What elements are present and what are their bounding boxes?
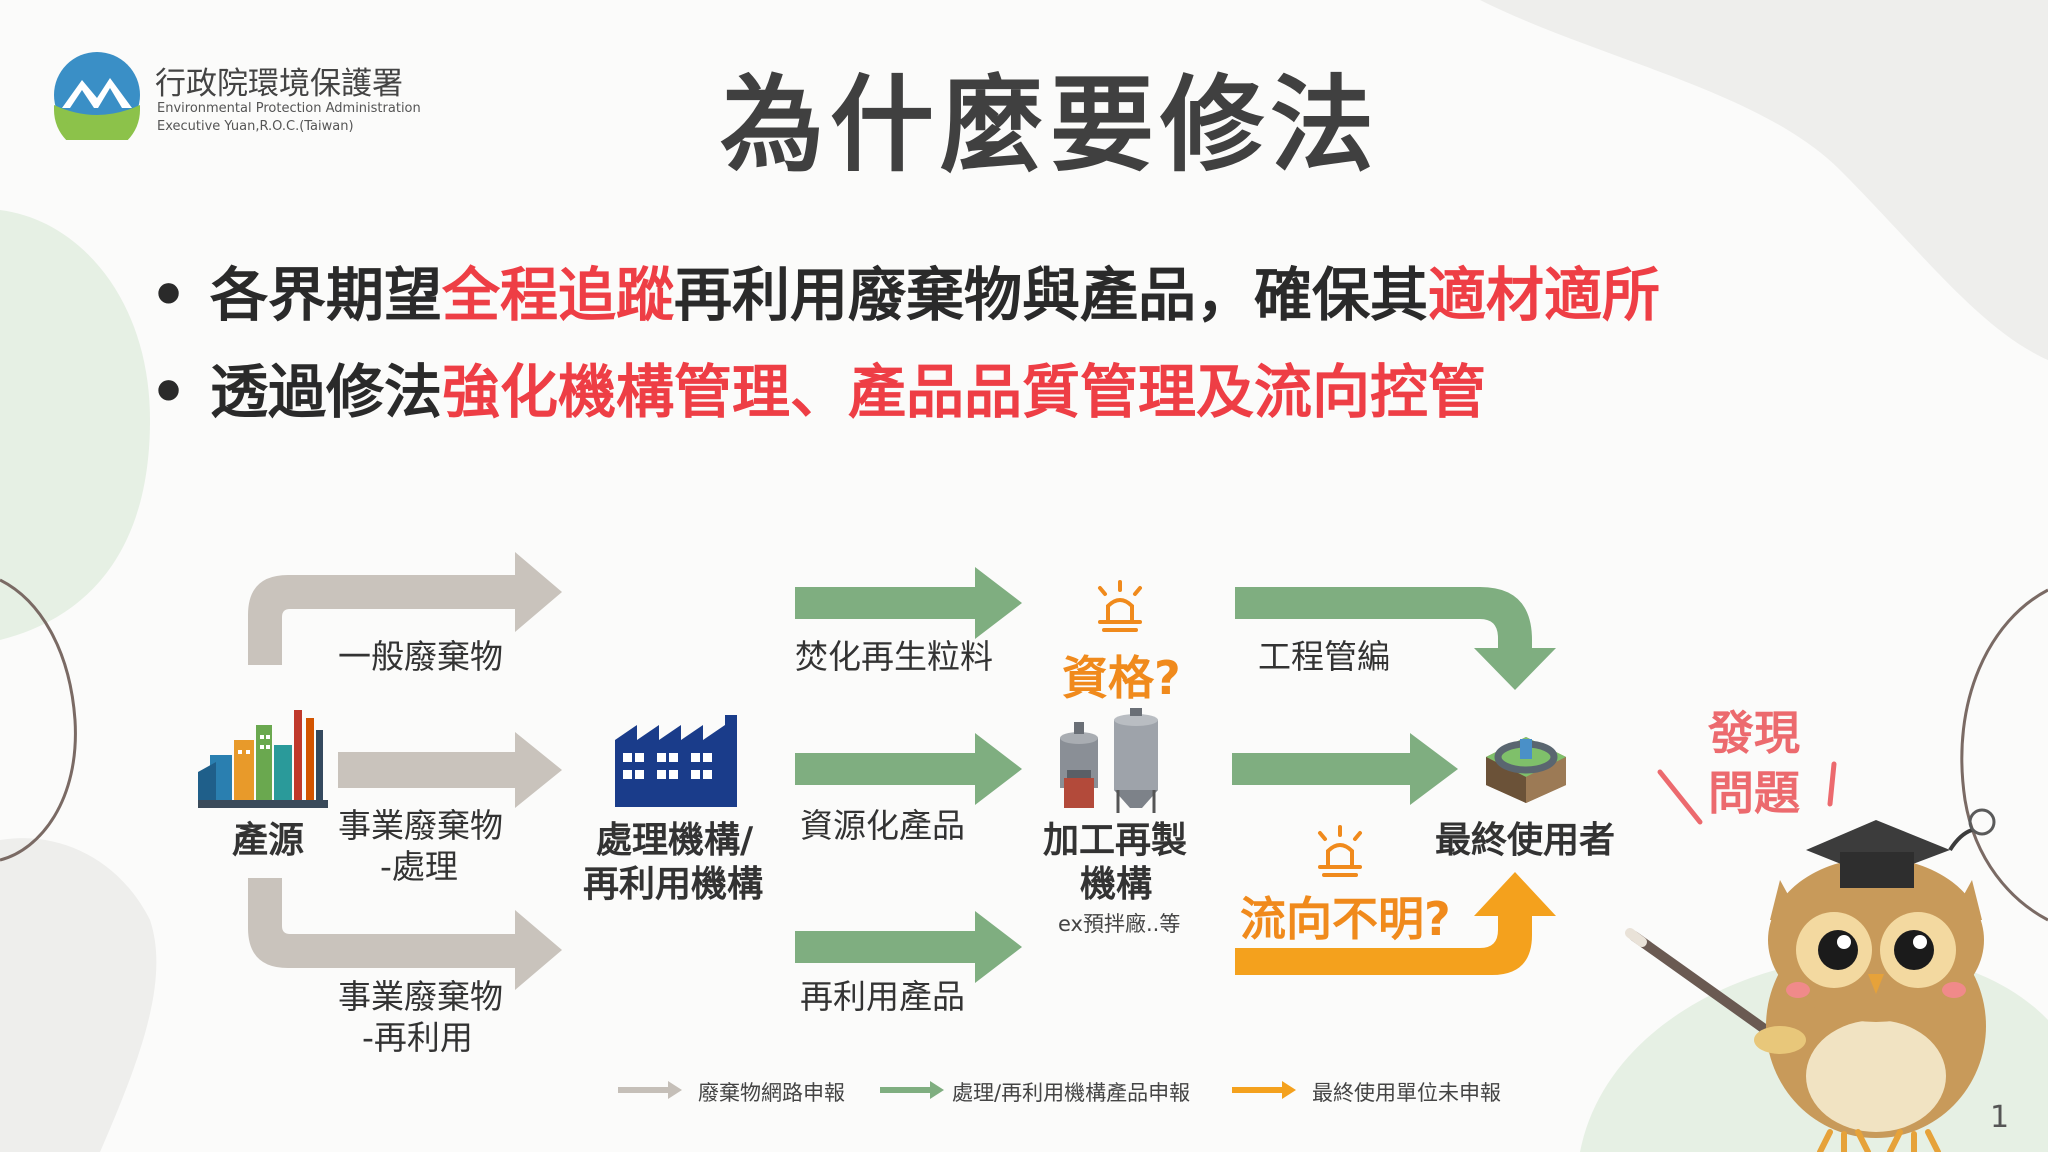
gray-arrow-reuse <box>248 878 562 990</box>
bullet-dot: • <box>150 261 188 329</box>
legend-label-product: 處理/再利用機構產品申報 <box>952 1081 1191 1105</box>
agency-name-en-1: Environmental Protection Administration <box>157 101 421 116</box>
orange-arrow-flow-unknown <box>1235 872 1556 975</box>
bullet-1: • 各界期望全程追蹤再利用廢棄物與產品，確保其適材適所 <box>150 248 1660 332</box>
gray-arrow-treatment <box>338 732 562 808</box>
label-biz-treat-1: 事業廢棄物 <box>338 806 503 845</box>
label-qualification: 資格? <box>1062 651 1181 705</box>
legend-arrow-gray <box>618 1081 682 1099</box>
label-incineration: 焚化再生粒料 <box>795 637 993 676</box>
label-biz-treat-2: -處理 <box>380 847 458 886</box>
node-processing-1: 加工再製 <box>1043 820 1188 861</box>
node-facility-1: 處理機構/ <box>596 820 754 861</box>
legend-label-waste: 廢棄物網路申報 <box>698 1081 845 1105</box>
page-title: 為什麼要修法 <box>720 64 1381 186</box>
source-factory-icon <box>198 700 328 810</box>
label-biz-reuse-2: -再利用 <box>362 1018 473 1057</box>
owl-mascot-icon <box>1625 808 1996 1152</box>
label-engineering: 工程管編 <box>1258 637 1390 676</box>
processing-plant-icon <box>1052 708 1172 813</box>
node-facility-2: 再利用機構 <box>583 864 764 905</box>
alarm-light-icon <box>1318 825 1362 877</box>
bullet-2: • 透過修法強化機構管理、產品品質管理及流向控管 <box>150 345 1486 429</box>
label-general-waste: 一般廢棄物 <box>338 637 503 676</box>
green-arrow-incineration <box>795 567 1022 639</box>
agency-name: 行政院環境保護署 <box>155 66 403 102</box>
label-processing-note: ex預拌廠..等 <box>1058 912 1181 936</box>
bullet-1-emphasis-a: 全程追蹤 <box>442 261 675 329</box>
bullet-1-text-a: 各界期望 <box>210 261 443 329</box>
gray-arrow-general-waste <box>248 552 562 665</box>
bullet-dot: • <box>150 358 188 426</box>
legend-arrow-green <box>880 1081 944 1099</box>
facility-building-icon <box>615 715 745 807</box>
bullet-1-text-b: 再利用廢棄物與產品，確保其 <box>674 261 1429 329</box>
green-arrow-processing-to-user <box>1232 733 1458 805</box>
label-discover-1: 發現 <box>1708 706 1800 760</box>
node-processing-2: 機構 <box>1080 864 1153 905</box>
bullet-2-emphasis-a: 強化機構管理、產品品質管理及流向控管 <box>442 358 1487 426</box>
agency-name-en-2: Executive Yuan,R.O.C.(Taiwan) <box>157 119 354 134</box>
label-reuse-product: 再利用產品 <box>800 977 965 1016</box>
green-arrow-engineering <box>1235 587 1556 690</box>
alarm-light-icon <box>1098 580 1142 632</box>
bullet-1-emphasis-b: 適材適所 <box>1428 261 1661 329</box>
label-biz-reuse-1: 事業廢棄物 <box>338 977 503 1016</box>
node-source: 產源 <box>232 820 305 861</box>
label-resource-product: 資源化產品 <box>800 806 965 845</box>
bullet-2-text-a: 透過修法 <box>210 358 443 426</box>
label-flow-unknown: 流向不明? <box>1240 892 1451 946</box>
label-discover-2: 問題 <box>1708 766 1800 820</box>
node-end-user: 最終使用者 <box>1435 820 1616 861</box>
green-arrow-resource-product <box>795 733 1022 805</box>
legend-arrow-orange <box>1232 1081 1296 1099</box>
green-arrow-reuse-product <box>795 911 1022 983</box>
end-user-road-icon <box>1480 727 1572 805</box>
page-number: 1 <box>1990 1100 2010 1135</box>
legend-label-unreported: 最終使用單位未申報 <box>1312 1081 1501 1105</box>
emphasis-strokes <box>1657 761 1837 825</box>
